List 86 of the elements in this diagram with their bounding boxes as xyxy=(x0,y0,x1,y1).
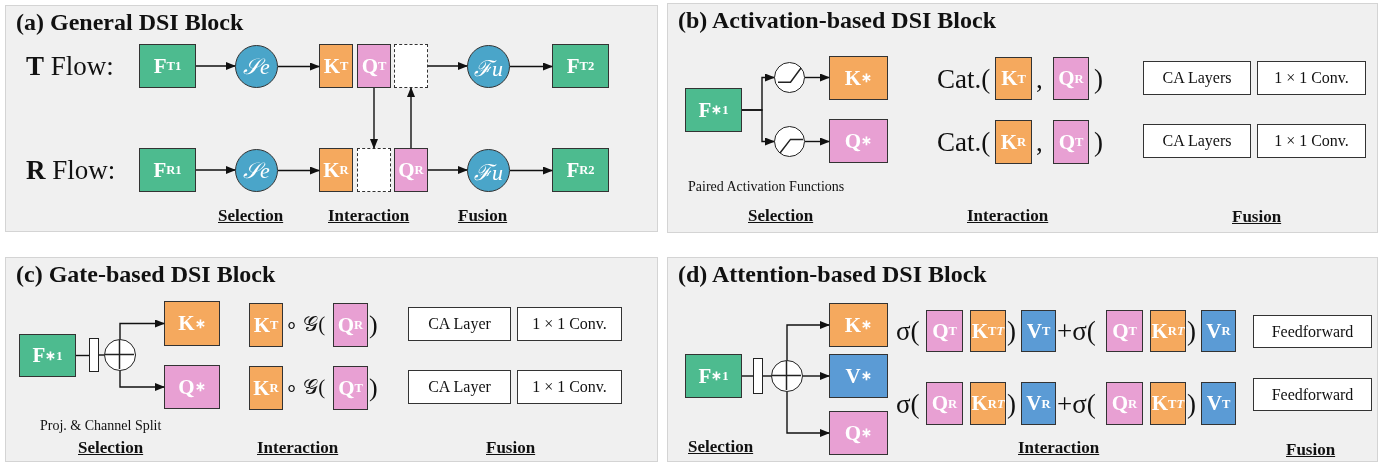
arrow xyxy=(277,166,320,175)
math-operator: ∘ 𝒢( xyxy=(285,312,326,338)
stage-label: Interaction xyxy=(257,437,339,459)
layer-box: CA Layer xyxy=(408,307,511,341)
placeholder-box xyxy=(357,148,391,192)
projection-bar xyxy=(89,338,99,372)
arrow xyxy=(804,73,830,82)
math-operator: , xyxy=(1036,125,1043,159)
arrow xyxy=(119,319,165,340)
math-operator: Cat.( xyxy=(937,62,991,96)
arrow xyxy=(786,391,830,437)
arrow xyxy=(407,87,415,149)
activation-circle xyxy=(774,126,805,157)
split-circle xyxy=(771,360,803,392)
stage-label: Selection xyxy=(688,436,754,458)
math-operator: ) xyxy=(1094,62,1103,96)
arrow xyxy=(370,87,378,149)
stage-label: Interaction xyxy=(967,205,1049,227)
operator-circle: ℱu xyxy=(467,45,510,88)
stage-label: Fusion xyxy=(486,437,536,459)
arrow xyxy=(802,372,830,380)
panel-title: (d) Attention-based DSI Block xyxy=(678,261,987,288)
arrow xyxy=(741,109,775,146)
arrow xyxy=(277,62,320,71)
stage-label: Fusion xyxy=(1232,206,1282,228)
operator-circle: ℱu xyxy=(467,149,510,192)
layer-box: Feedforward xyxy=(1253,378,1372,411)
math-operator: ) xyxy=(1187,387,1196,421)
split-circle xyxy=(104,339,136,371)
row-label: T Flow: xyxy=(26,49,114,83)
connector-line xyxy=(75,354,90,357)
arrow xyxy=(195,62,236,70)
caption-text: Proj. & Channel Split xyxy=(40,417,162,435)
math-operator: ) xyxy=(1007,387,1016,421)
arrow xyxy=(509,166,553,175)
arrow xyxy=(195,166,236,174)
operator-circle: 𝒮e xyxy=(235,45,278,88)
arrow xyxy=(786,321,830,361)
row-label: R Flow: xyxy=(26,153,116,187)
arrow xyxy=(119,370,165,391)
math-operator: σ( xyxy=(896,387,920,421)
stage-label: Selection xyxy=(218,205,284,227)
connector-line xyxy=(741,375,754,377)
math-operator: , xyxy=(1036,62,1043,96)
layer-box: 1 × 1 Conv. xyxy=(1257,61,1366,95)
math-operator: σ( xyxy=(896,314,920,348)
stage-label: Fusion xyxy=(458,205,508,227)
panel xyxy=(667,257,1378,462)
panel xyxy=(5,257,658,462)
math-operator: ) xyxy=(1007,314,1016,348)
layer-box: CA Layer xyxy=(408,370,511,404)
placeholder-box xyxy=(394,44,428,88)
math-operator: ) xyxy=(369,309,378,341)
layer-box: 1 × 1 Conv. xyxy=(517,307,622,341)
math-operator: Cat.( xyxy=(937,125,991,159)
stage-label: Fusion xyxy=(1286,439,1336,461)
arrow xyxy=(804,137,830,146)
layer-box: 1 × 1 Conv. xyxy=(517,370,622,404)
layer-box: 1 × 1 Conv. xyxy=(1257,124,1366,158)
panel-title: (a) General DSI Block xyxy=(16,9,244,36)
math-operator: ) xyxy=(369,372,378,404)
panel xyxy=(667,3,1378,233)
arrow xyxy=(509,62,553,71)
panel-title: (b) Activation-based DSI Block xyxy=(678,7,997,34)
panel-title: (c) Gate-based DSI Block xyxy=(16,261,276,288)
layer-box: Feedforward xyxy=(1253,315,1372,348)
projection-bar xyxy=(753,358,763,394)
connector-line xyxy=(762,375,772,377)
panel xyxy=(5,5,658,232)
stage-label: Interaction xyxy=(1018,437,1100,459)
stage-label: Interaction xyxy=(328,205,410,227)
stage-label: Selection xyxy=(78,437,144,459)
arrow xyxy=(427,166,468,174)
activation-circle xyxy=(774,62,805,93)
arrow xyxy=(427,62,468,70)
layer-box: CA Layers xyxy=(1143,61,1251,95)
math-operator: ) xyxy=(1187,314,1196,348)
connector-line xyxy=(98,354,105,356)
math-operator: +σ( xyxy=(1057,314,1096,348)
math-operator: +σ( xyxy=(1057,387,1096,421)
math-operator: ) xyxy=(1094,125,1103,159)
layer-box: CA Layers xyxy=(1143,124,1251,158)
caption-text: Paired Activation Functions xyxy=(688,178,845,196)
stage-label: Selection xyxy=(748,205,814,227)
operator-circle: 𝒮e xyxy=(235,149,278,192)
math-operator: ∘ 𝒢( xyxy=(285,375,326,401)
